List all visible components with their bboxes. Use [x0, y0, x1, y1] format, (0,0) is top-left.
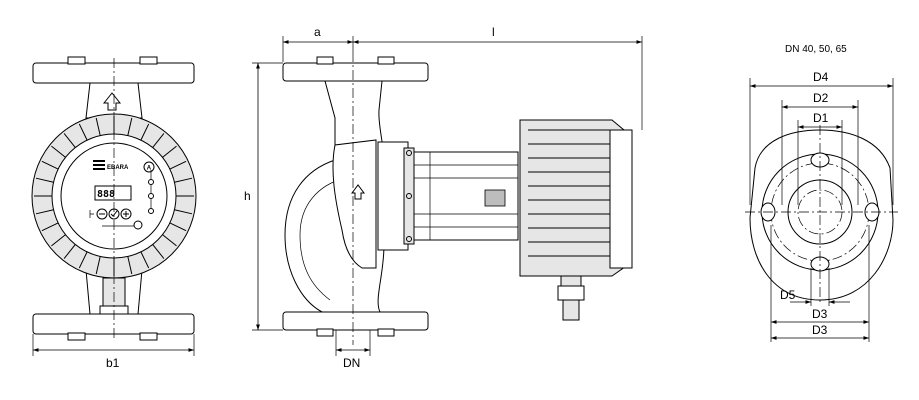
cooling-fin: [162, 234, 177, 247]
led-indicator-2: [148, 193, 154, 199]
side-terminal-fins: [528, 129, 610, 257]
ebara-logo: EBARA: [93, 160, 129, 171]
side-terminal-end: [609, 129, 633, 269]
dim-d2-label: D2: [813, 91, 829, 105]
mode-badge: [143, 161, 155, 173]
side-flange-ring: [403, 147, 415, 245]
dim-h-label: h: [244, 189, 251, 203]
led-indicator-3: [148, 208, 154, 214]
cooling-fin: [51, 145, 66, 158]
dim-d3-lower-label: D3: [812, 323, 828, 337]
front-bottom-flange-bolt-right: [139, 332, 158, 341]
cooling-fin: [127, 256, 133, 275]
cooling-fin: [162, 145, 177, 158]
flow-arrow-icon: [102, 92, 122, 111]
cooling-fin: [140, 123, 150, 141]
flow-arrow-icon: [351, 184, 365, 200]
minus-button-icon[interactable]: [96, 208, 108, 220]
cooling-fin: [174, 209, 193, 215]
side-bottom-flange: [282, 311, 429, 331]
cooling-fin: [169, 222, 187, 232]
cooling-fin: [140, 251, 150, 269]
cooling-fin: [63, 244, 76, 259]
side-connector: [484, 189, 506, 207]
display-window: [94, 185, 132, 201]
dim-a-label: a: [314, 25, 321, 39]
cooling-fin: [152, 133, 165, 148]
dim-d4-label: D4: [813, 70, 829, 84]
front-bottom-flange-bolt-left: [67, 332, 86, 341]
dim-d3-upper-label: D3: [812, 307, 828, 321]
side-bolt-1: [406, 150, 412, 156]
cooling-fin: [51, 234, 66, 247]
cooling-fin: [35, 177, 54, 183]
side-bolt-3: [406, 193, 412, 199]
cooling-fin: [169, 160, 187, 170]
side-top-flange: [282, 62, 429, 82]
dimensions: a l h b1 DN DN 40, 50, 65 D4 D2 D1: [32, 25, 894, 370]
dim-d5-label: D5: [780, 288, 796, 302]
front-view: EBARA 888 A: [31, 56, 197, 341]
side-inner-channel: [332, 139, 377, 269]
side-gland-body: [562, 299, 580, 321]
cooling-fin: [95, 256, 101, 275]
side-top-bolt-right: [377, 56, 395, 65]
cooling-fin: [152, 244, 165, 259]
dim-dn-label: DN: [343, 356, 360, 370]
cooling-fin: [35, 209, 54, 215]
cooling-fin: [78, 123, 88, 141]
cooling-fin: [41, 222, 59, 232]
side-gland-nut: [557, 285, 585, 301]
side-top-bolt-left: [316, 56, 334, 65]
brand-text: EBARA: [107, 165, 129, 171]
mode-letter: A: [147, 165, 152, 171]
port-plug: [133, 220, 143, 230]
front-top-flange-bolt-left: [67, 56, 86, 65]
display-digits: 888: [97, 189, 115, 200]
side-gland-base: [560, 275, 582, 287]
panel-lines: [89, 210, 134, 227]
side-bottom-bolt-left: [316, 328, 334, 337]
dim-d1-label: D1: [813, 111, 829, 125]
cooling-fin: [95, 117, 101, 136]
flange-view: [745, 125, 898, 305]
side-bolt-2: [406, 236, 412, 242]
front-top-flange: [32, 62, 195, 84]
front-top-flange-bolt-right: [139, 56, 158, 65]
cooling-fin: [174, 177, 193, 183]
front-bottom-flange: [32, 313, 195, 335]
flange-title: DN 40, 50, 65: [785, 44, 847, 55]
side-volute-inner: [299, 177, 346, 301]
plus-button-icon[interactable]: [120, 208, 132, 220]
dim-b1-label: b1: [106, 356, 120, 370]
side-view: [282, 52, 633, 345]
cooling-fin: [78, 251, 88, 269]
side-housing-ribs: [414, 152, 518, 240]
cooling-fin: [63, 133, 76, 148]
dim-l-label: l: [492, 25, 495, 39]
side-bottom-bolt-right: [377, 328, 395, 337]
cooling-fin: [41, 160, 59, 170]
cooling-fin: [127, 117, 133, 136]
front-cooling-fins: [34, 116, 194, 276]
